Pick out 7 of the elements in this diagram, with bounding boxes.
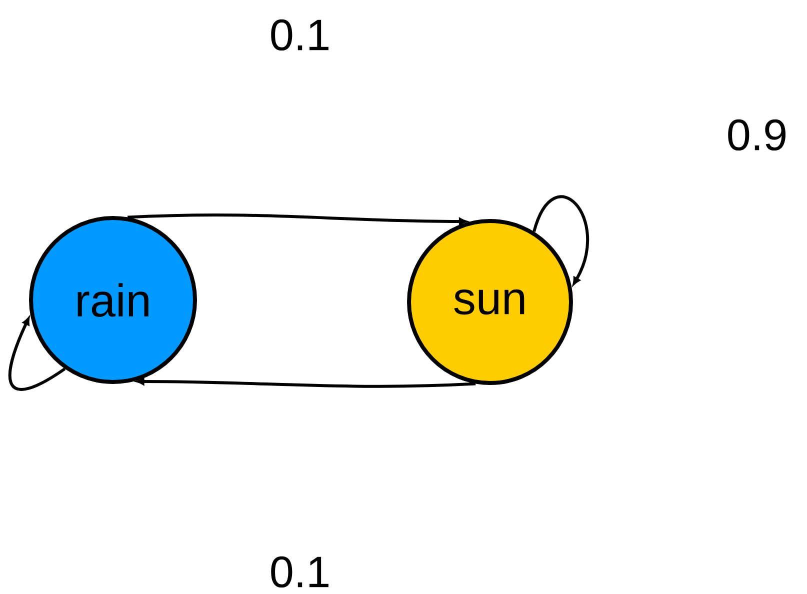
edge-label: 0.1 (268, 18, 332, 52)
self-loop-arrow (8, 317, 66, 391)
edge-label: 0.1 (268, 555, 332, 589)
self-loop-arrow (532, 195, 589, 286)
arrow (136, 378, 476, 388)
edge-label: 0.9 (725, 118, 789, 152)
arrow (128, 213, 467, 226)
